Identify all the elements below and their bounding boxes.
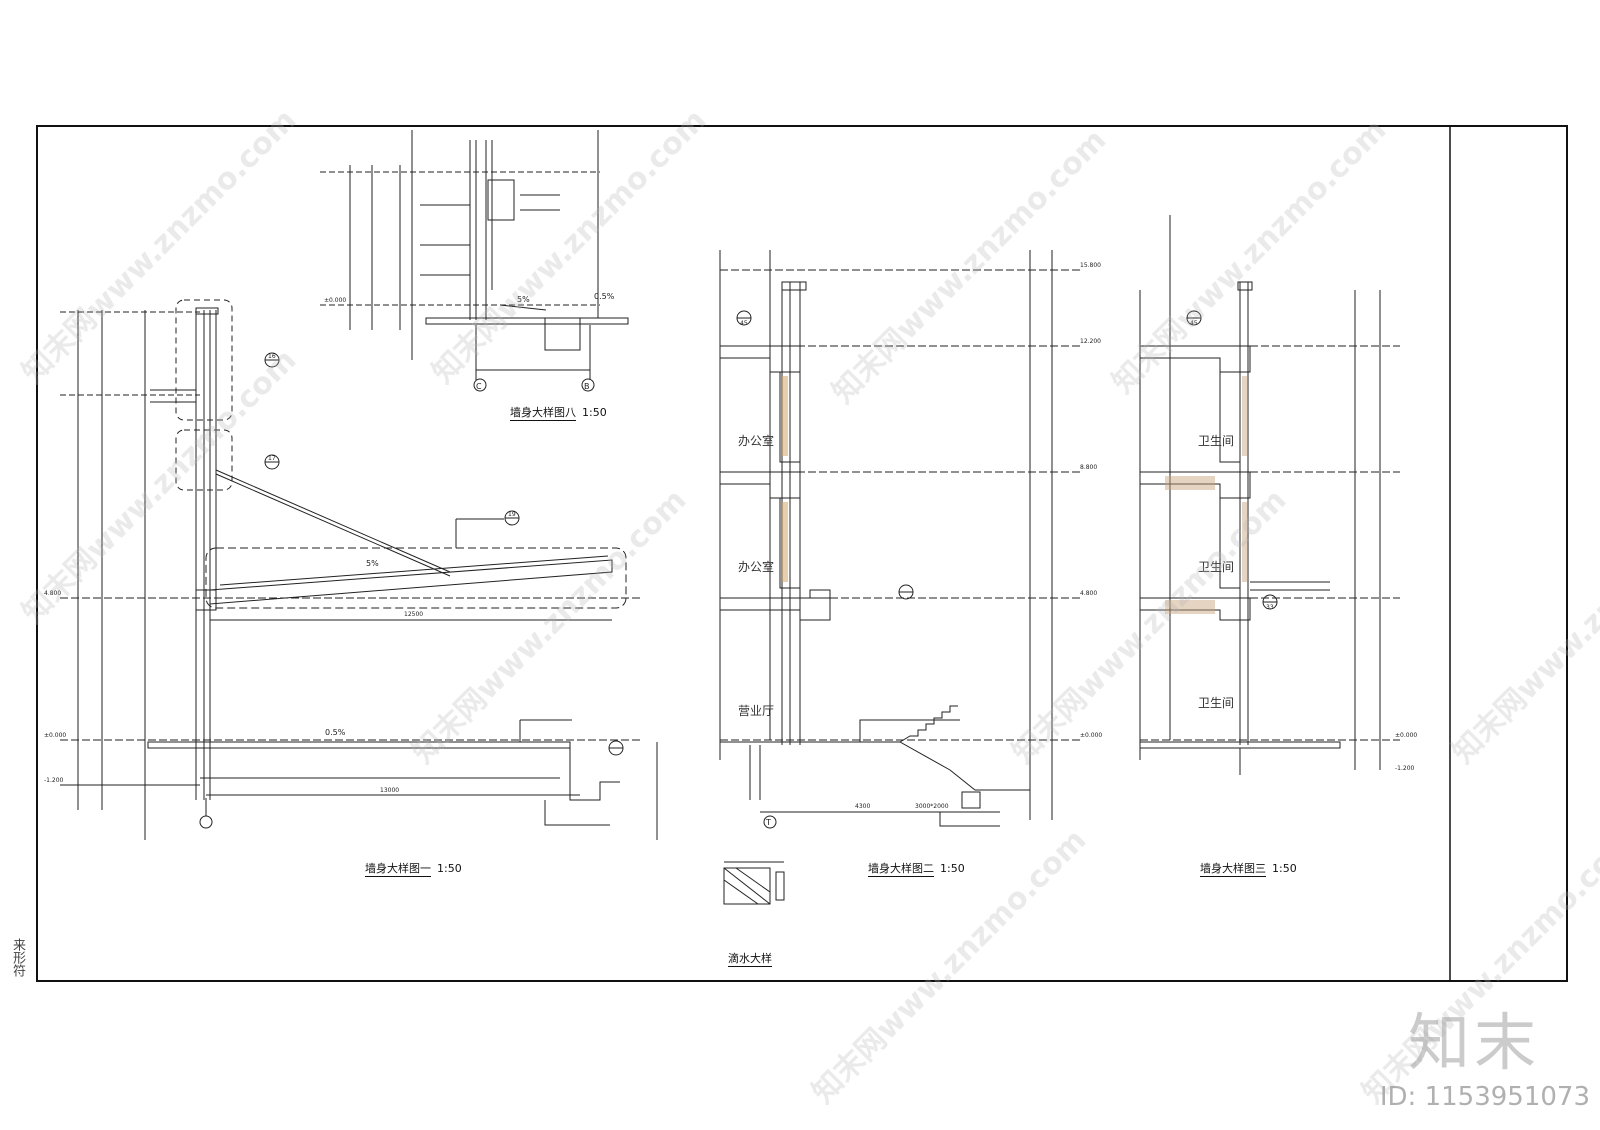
detail-2-drawing	[719, 250, 1080, 829]
d2-level-15800: 15.800	[1080, 262, 1101, 269]
callout-45-d3: 45	[1190, 320, 1198, 327]
detail-3-title-name: 墙身大样图三	[1200, 862, 1266, 877]
d8-slope-label-2: 0.5%	[594, 292, 615, 301]
d2-level-12200: 12.200	[1080, 338, 1101, 345]
drip-detail-drawing	[723, 861, 785, 905]
room-wc-2: 卫生间	[1198, 560, 1235, 574]
callout-19: 19	[508, 511, 516, 518]
detail-2-callouts	[736, 310, 914, 600]
room-wc-1: 卫生间	[1198, 434, 1235, 448]
d2-level-8800: 8.800	[1080, 464, 1097, 471]
detail-8-title-scale: 1:50	[582, 406, 607, 419]
drip-title: 滴水大样	[728, 950, 772, 967]
detail-1-title: 墙身大样图一 1:50	[365, 860, 462, 877]
detail-2-title-scale: 1:50	[940, 862, 965, 875]
room-office-2: 办公室	[738, 560, 775, 574]
d3-level-zero: ±0.000	[1395, 732, 1417, 739]
detail-1-title-name: 墙身大样图一	[365, 862, 431, 877]
callout-33: 33	[1266, 604, 1274, 611]
drip-title-name: 滴水大样	[728, 952, 772, 967]
axis-c-label: C	[476, 382, 482, 391]
d1-level-neg: -1.200	[44, 777, 64, 784]
sheet-border	[36, 125, 1568, 982]
d8-slope-label: 5%	[517, 295, 530, 304]
detail-8-title-name: 墙身大样图八	[510, 406, 576, 421]
detail-3-title: 墙身大样图三 1:50	[1200, 860, 1297, 877]
room-office-1: 办公室	[738, 434, 775, 448]
axis-b-label: B	[584, 382, 590, 391]
detail-1-callouts	[264, 352, 624, 756]
detail-2-title-name: 墙身大样图二	[868, 862, 934, 877]
detail-2-title: 墙身大样图二 1:50	[868, 860, 965, 877]
detail-1-drawing	[60, 299, 658, 840]
d2-length: 4300	[855, 803, 870, 810]
d3-level-neg: -1.200	[1395, 765, 1415, 772]
brand-logo: 知末	[1407, 1006, 1540, 1079]
detail-3-hatch	[1165, 376, 1247, 614]
callout-16: 16	[268, 353, 276, 360]
d2-level-4800: 4.800	[1080, 590, 1097, 597]
d8-level-zero: ±0.000	[324, 297, 346, 304]
detail-3-callouts	[1186, 310, 1278, 610]
side-note: 来形符	[10, 938, 25, 977]
d2-stair-dim: 3000*2000	[915, 803, 949, 810]
detail-3-title-scale: 1:50	[1272, 862, 1297, 875]
image-id: ID: 1153951073	[1379, 1082, 1590, 1112]
room-lobby: 营业厅	[738, 704, 775, 718]
detail-8-title: 墙身大样图八 1:50	[510, 404, 607, 421]
floor-slope: 0.5%	[325, 728, 346, 737]
detail-8-drawing	[320, 130, 629, 392]
d2-axis-t: T	[765, 818, 771, 827]
detail-1-title-scale: 1:50	[437, 862, 462, 875]
callout-17: 17	[268, 455, 276, 462]
d1-level-zero: ±0.000	[44, 732, 66, 739]
room-wc-3: 卫生间	[1198, 696, 1235, 710]
detail-2-hatch	[782, 376, 788, 582]
detail-3-drawing	[1139, 215, 1400, 775]
d1-level-4800: 4.800	[44, 590, 61, 597]
d2-level-zero: ±0.000	[1080, 732, 1102, 739]
base-length: 13000	[380, 787, 399, 794]
callout-45: 45	[740, 320, 748, 327]
canopy-length: 12500	[404, 611, 423, 618]
canopy-slope: 5%	[366, 559, 379, 568]
